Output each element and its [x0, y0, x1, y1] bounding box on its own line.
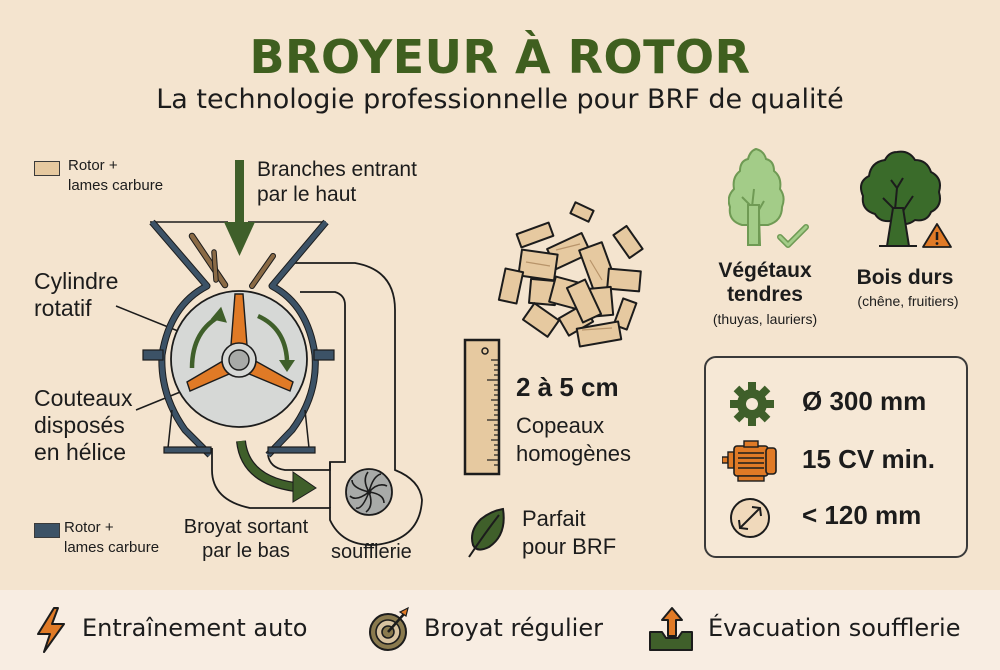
spec-value-power: 15 CV min. — [802, 444, 935, 474]
spec-value-capacity: < 120 mm — [802, 500, 922, 530]
foot-right — [267, 446, 316, 454]
gear-icon — [730, 382, 774, 426]
motor-icon — [722, 440, 777, 482]
feature-label: Évacuation soufflerie — [708, 614, 961, 642]
feature-label: Broyat régulier — [424, 614, 603, 642]
legend-swatch-rotor-dark — [34, 523, 60, 538]
rotor-shredder-diagram — [115, 160, 423, 546]
page-title: BROYEUR À ROTOR — [249, 30, 751, 84]
hard-wood-title: Bois durs — [856, 266, 954, 289]
legend-swatch-rotor-light — [34, 161, 60, 176]
branch-2 — [250, 254, 275, 288]
inlet-arrow — [235, 160, 244, 225]
branch-1 — [189, 233, 228, 288]
lightning-icon — [37, 607, 65, 653]
target-icon — [369, 606, 409, 651]
cylinder-label: Cylindre rotatif — [34, 268, 119, 321]
spec-row-diameter: Ø 300 mm — [706, 378, 966, 428]
tree-light-check-icon — [728, 147, 809, 248]
legend-label-bottom: Rotor + lames carbure — [64, 519, 160, 556]
chip-description: Copeaux homogènes — [516, 413, 631, 466]
soft-wood-note: (thuyas, lauriers) — [712, 311, 818, 327]
specs-panel: Ø 300 mm 15 CV min. < 120 mm — [704, 356, 968, 558]
page-subtitle: La technologie professionnelle pour BRF … — [156, 84, 844, 115]
soft-wood-title: Végétaux tendres — [718, 259, 812, 306]
tree-dark-warning-icon — [860, 150, 952, 248]
brf-label: Parfait pour BRF — [522, 506, 617, 559]
spec-row-power: 15 CV min. — [706, 436, 966, 486]
blower-duct-outer — [211, 262, 423, 546]
spec-value-diameter: Ø 300 mm — [802, 386, 927, 416]
ruler-icon — [463, 338, 501, 476]
blower-duct-inner — [267, 291, 346, 471]
wood-chips-icon — [497, 201, 644, 348]
knives-label: Couteaux disposés en hélice — [34, 385, 133, 465]
spec-row-capacity: < 120 mm — [706, 492, 966, 542]
features-strip: Entraînement auto Broyat régulier Évacua… — [0, 590, 1000, 670]
upload-tray-icon — [649, 607, 693, 651]
chip-size: 2 à 5 cm — [516, 372, 619, 402]
foot-left — [163, 446, 212, 454]
leaf-icon — [468, 507, 505, 558]
legend-label-top: Rotor + lames carbure — [68, 157, 164, 194]
inlet-label: Branches entrant par le haut — [257, 158, 417, 206]
outlet-label: Broyat sortant par le bas — [183, 516, 309, 562]
feature-label: Entraînement auto — [82, 614, 308, 642]
outlet-arrow — [237, 440, 296, 491]
diameter-icon — [730, 498, 770, 538]
blower-label: soufflerie — [331, 541, 412, 563]
hard-wood-note: (chêne, fruitiers) — [857, 293, 959, 309]
